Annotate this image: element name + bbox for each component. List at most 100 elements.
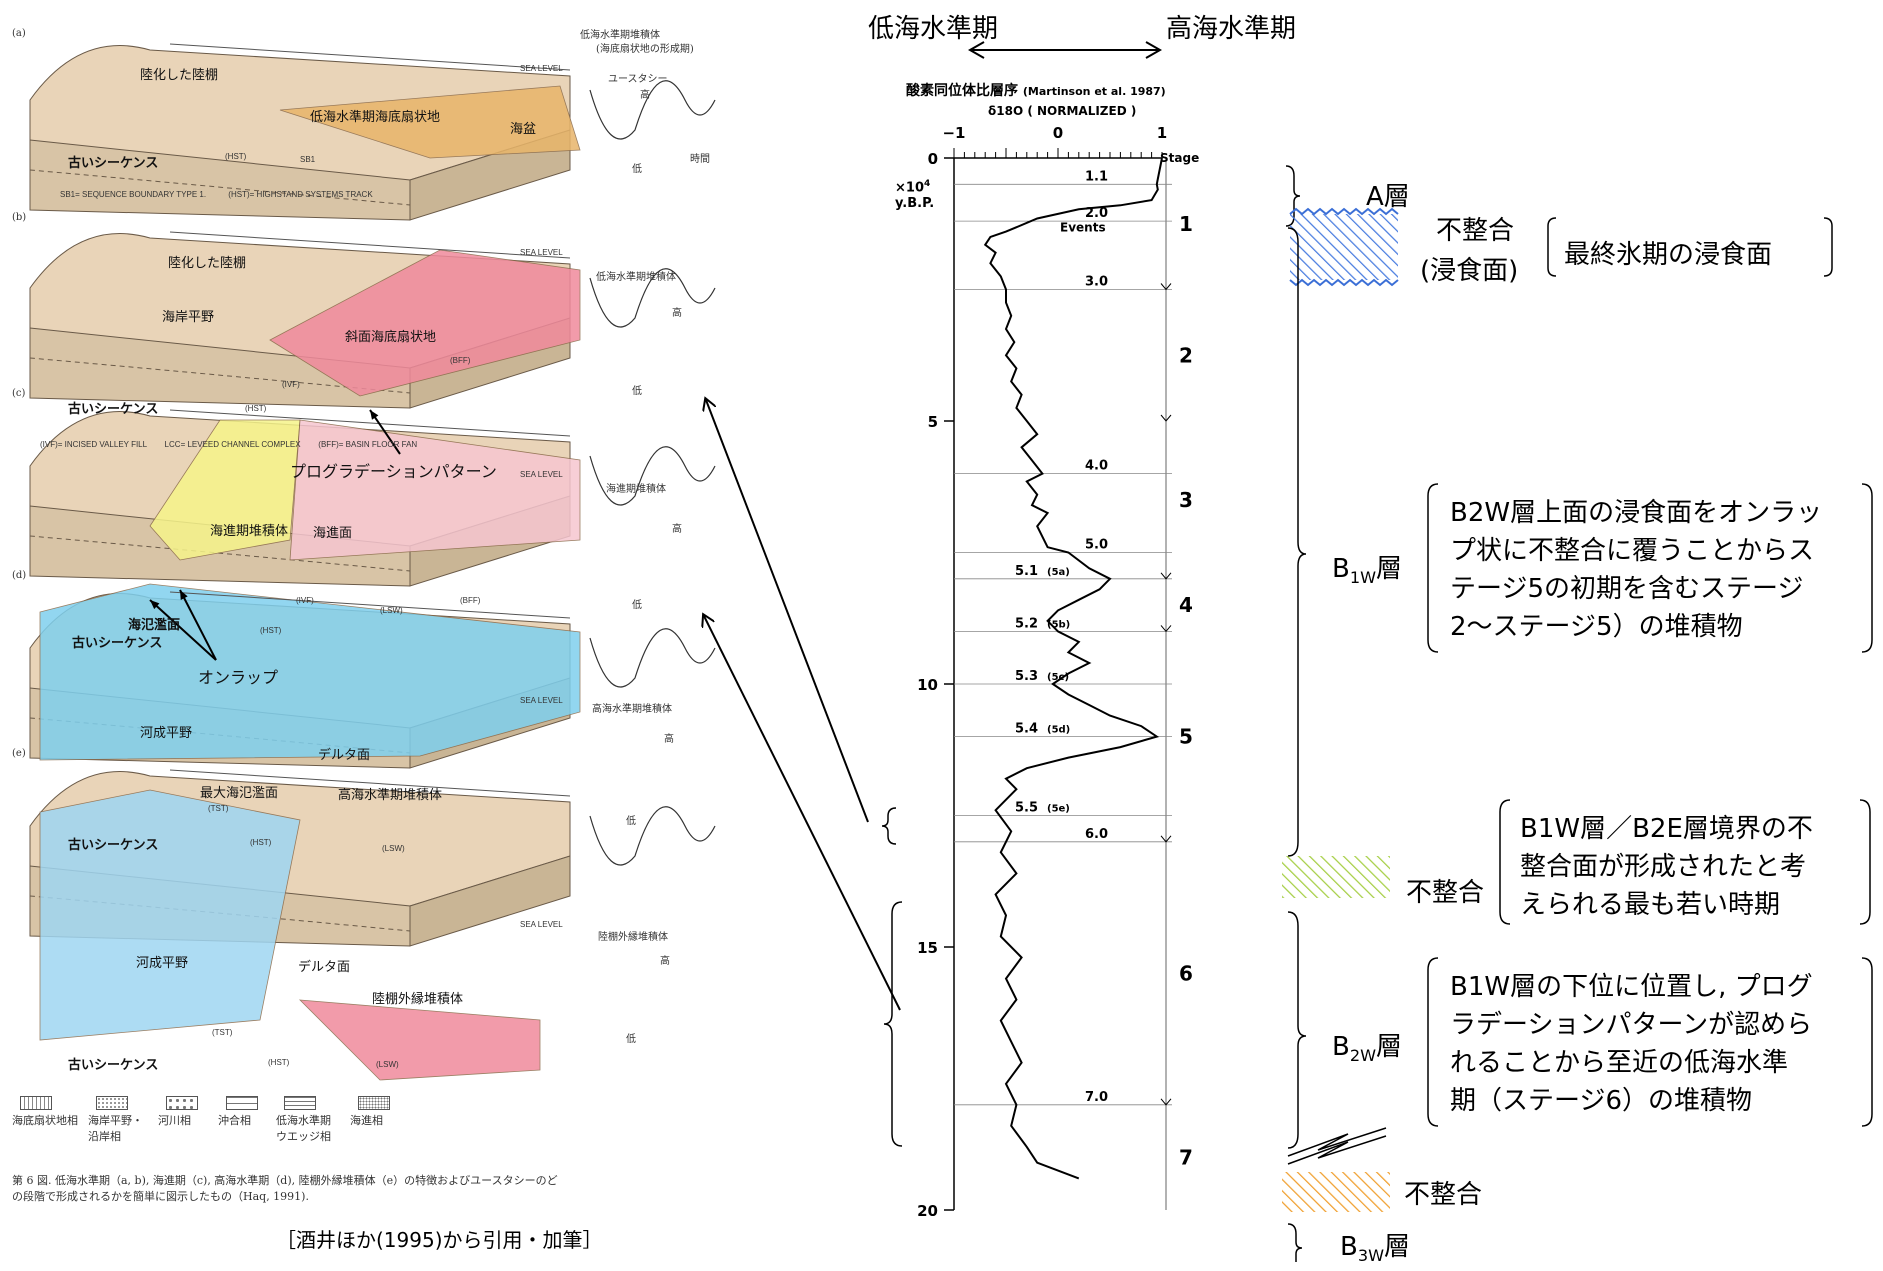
facies-label-1: 海岸平野・ 沿岸相 <box>88 1114 143 1143</box>
unconformity3-label: 不整合 <box>1404 1180 1483 1210</box>
stage-boundary-marker <box>1160 414 1172 422</box>
label-c-sea: SEA LEVEL <box>520 470 563 479</box>
label-c-hst: (HST) <box>260 626 282 635</box>
unconformity3-hatch <box>1282 1172 1390 1212</box>
label-c-bff: (BFF) <box>460 596 481 605</box>
label-b-shelf: 陸化した陸棚 <box>168 256 247 271</box>
event-label: 5.0 <box>1085 538 1108 553</box>
onlap-arrow-1 <box>179 589 217 661</box>
y-tick-label: 20 <box>917 1202 938 1220</box>
facies-swatch-5 <box>358 1096 390 1110</box>
stage-boundary-marker <box>1160 625 1172 633</box>
legend-a-low: 低 <box>632 164 642 175</box>
x-tick-label: −1 <box>942 124 965 142</box>
label-d-fluvial: 河成平野 <box>140 726 193 741</box>
legend-a-subtitle: (海底扇状地の形成期) <box>596 44 694 55</box>
b1w-base: B <box>1332 554 1350 584</box>
label-d-tst: (TST) <box>208 804 229 813</box>
b2w-note-line3: れることから至近の低海水準 <box>1450 1048 1789 1078</box>
header-high-sea: 高海水準期 <box>1166 14 1297 44</box>
y-tick-label: 10 <box>917 676 938 694</box>
label-e-sea: SEA LEVEL <box>520 920 563 929</box>
event-sublabel: (5b) <box>1047 619 1070 630</box>
facies-legend: 海底扇状地相海岸平野・ 沿岸相河川相沖合相低海水準期 ウエッジ相海進相 <box>10 1092 590 1162</box>
label-a-old-seq: 古いシーケンス <box>68 156 159 171</box>
event-label: 5.4 <box>1015 722 1038 737</box>
legend-a-title: 低海水準期堆積体 <box>580 30 660 41</box>
label-b-hst: (HST) <box>245 404 267 413</box>
legend-d-low: 低 <box>626 816 636 827</box>
sea-level-line-1 <box>169 231 571 259</box>
stage-boundary-marker <box>1160 835 1172 843</box>
panel-e-letter: (e) <box>12 748 26 759</box>
b1w-label: B1W層 <box>1332 548 1402 587</box>
unconformity1-line2: (浸食面) <box>1420 256 1519 286</box>
stage-boundary-marker <box>1160 572 1172 580</box>
x-tick-label: 1 <box>1157 124 1167 142</box>
y-tick-label: 0 <box>928 150 938 168</box>
label-b-sea: SEA LEVEL <box>520 248 563 257</box>
b2w-note: B1W層の下位に位置し, プログ ラデーションパターンが認めら れることから至近… <box>1450 968 1870 1120</box>
eustasy-curve-3 <box>589 628 716 688</box>
annotation-progradation: プログラデーションパターン <box>290 462 497 481</box>
legend-a-high: 高 <box>640 90 650 101</box>
facies-swatch-1 <box>96 1096 128 1110</box>
label-d-delta: デルタ面 <box>318 748 371 763</box>
b2w-note-line1: B1W層の下位に位置し, プログ <box>1450 972 1813 1002</box>
caption-b: (IVF)= INCISED VALLEY FILL LCC= LEVEED C… <box>40 440 418 449</box>
event-label: 5.3 <box>1015 669 1038 684</box>
label-a-sea: SEA LEVEL <box>520 64 563 73</box>
b2w-suffix: 層 <box>1376 1032 1403 1062</box>
facies-swatch-4 <box>284 1096 316 1110</box>
legend-d-high: 高 <box>664 734 674 745</box>
label-d-hst-body: 高海水準期堆積体 <box>338 788 443 803</box>
onlap-arrow-2-head <box>150 600 160 610</box>
b3w-sub: 3W <box>1357 1246 1385 1266</box>
a-layer-label: A層 <box>1366 182 1410 212</box>
label-a-shelf: 陸化した陸棚 <box>140 68 219 83</box>
deposit-region-4 <box>39 789 301 1041</box>
label-b-old-seq: 古いシーケンス <box>68 402 159 417</box>
legend-d-title: 高海水準期堆積体 <box>592 704 672 715</box>
facies-label-3: 沖合相 <box>218 1114 251 1127</box>
facies-label-0: 海底扇状地相 <box>12 1114 78 1127</box>
chart-title-ref: (Martinson et al. 1987) <box>1022 85 1166 98</box>
label-d-sea: SEA LEVEL <box>520 696 563 705</box>
b1w-b2e-note-line3: えられる最も若い時期 <box>1520 890 1781 920</box>
block-diagrams <box>29 43 716 1081</box>
sea-level-line-3 <box>169 591 571 619</box>
label-a-hst: (HST) <box>225 152 247 161</box>
stage-number: 2 <box>1179 343 1193 367</box>
legend-e-title: 陸棚外縁堆積体 <box>598 932 668 943</box>
label-d-hst: (HST) <box>250 838 272 847</box>
chart-ylabel: ×104 y.B.P. <box>895 176 934 212</box>
label-c-ivf: (IVF) <box>296 596 314 605</box>
label-a-sb1: SB1 <box>300 155 316 164</box>
stage-number: 1 <box>1179 212 1193 236</box>
event-label: 5.1 <box>1015 564 1038 579</box>
b1w-note-line1: B2W層上面の浸食面をオンラッ <box>1450 498 1823 528</box>
label-b-ivf: (IVF) <box>282 380 300 389</box>
label-c-ts: 海進面 <box>313 526 353 541</box>
legend-b-low: 低 <box>632 386 642 397</box>
header-low-sea: 低海水準期 <box>868 14 999 44</box>
b2w-base: B <box>1332 1032 1350 1062</box>
deposit-region-3 <box>39 583 581 761</box>
onlap-arrow-2 <box>149 599 217 661</box>
chart-ylabel-line1: ×10 <box>895 180 924 196</box>
strata-line-0 <box>29 169 411 206</box>
unconformity1-hatch <box>1290 214 1398 280</box>
label-e-delta: デルタ面 <box>298 960 351 975</box>
deposit-region-0 <box>279 85 581 159</box>
eustasy-curve-4 <box>589 806 716 866</box>
event-label: 5.5 <box>1015 801 1038 816</box>
eustasy-curve-1 <box>589 268 716 328</box>
unconformity2-label: 不整合 <box>1406 878 1485 908</box>
facies-label-4: 低海水準期 ウエッジ相 <box>276 1114 331 1143</box>
caption-a: SB1= SEQUENCE BOUNDARY TYPE 1. (HST)= HI… <box>60 190 373 199</box>
deposit-region-extra-4 <box>298 999 541 1081</box>
b1w-suffix: 層 <box>1376 554 1403 584</box>
stage-header: Stage <box>1160 151 1199 165</box>
